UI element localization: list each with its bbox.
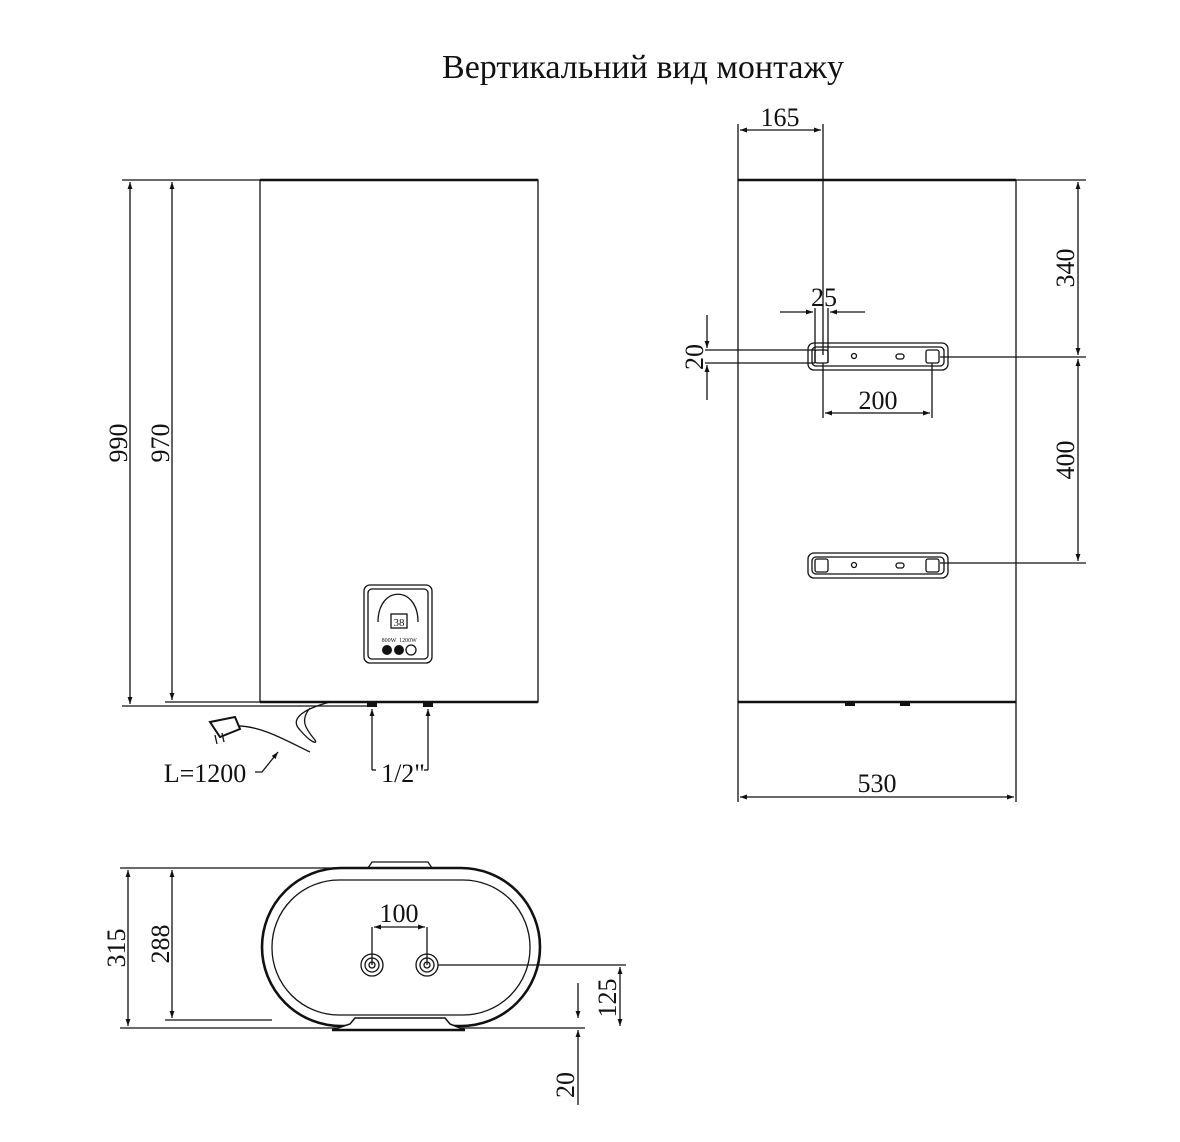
dimension-340-label: 340 [1051, 249, 1080, 288]
power-800-label: 800W [382, 638, 397, 644]
mode-button-icon [394, 645, 404, 655]
front-view: 990 970 38 800W 1200W 1/2" [104, 178, 539, 788]
control-panel: 38 800W 1200W [363, 584, 433, 664]
pipe-inlet [423, 702, 433, 707]
dimension-20-gap-label: 20 [551, 1072, 580, 1098]
diagram-title: Вертикальний вид монтажу [442, 49, 844, 86]
dimension-315-label: 315 [102, 929, 131, 968]
dimension-125-label: 125 [593, 979, 622, 1018]
back-view: 165 25 20 [680, 103, 1086, 802]
dimension-100-label: 100 [380, 899, 419, 928]
pipe-thread-label: 1/2" [381, 759, 425, 788]
pipe-outlet [367, 702, 377, 707]
wall-bracket-profile [331, 1017, 466, 1031]
cable-length-label: L=1200 [164, 759, 247, 788]
dimension-400-label: 400 [1051, 441, 1080, 480]
dimension-288-label: 288 [146, 925, 175, 964]
heater-body-bottom-outline [260, 866, 542, 1028]
temp-button-icon [405, 644, 417, 656]
bottom-view: 315 288 100 125 20 [102, 861, 626, 1105]
power-1200-label: 1200W [399, 638, 417, 644]
dimension-990-label: 990 [104, 424, 133, 463]
mounting-bracket-bottom [807, 552, 949, 579]
dimension-20-bracket-label: 20 [680, 344, 709, 370]
dimension-165-label: 165 [761, 103, 800, 132]
power-button-icon [382, 645, 392, 655]
plug-icon [208, 715, 242, 739]
mounting-bracket-top [807, 342, 949, 371]
dimension-200-label: 200 [859, 386, 898, 415]
heater-body-back [737, 179, 1017, 703]
temperature-display: 38 [394, 617, 406, 629]
dimension-25-label: 25 [811, 283, 837, 312]
power-cord [208, 701, 331, 753]
dimension-530-label: 530 [858, 769, 897, 798]
dimension-970-label: 970 [146, 424, 175, 463]
